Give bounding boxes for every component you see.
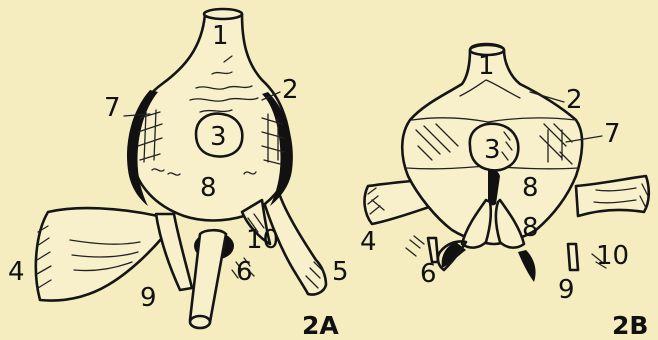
label-2a-1: 1 bbox=[212, 21, 229, 51]
label-2a-4: 4 bbox=[8, 257, 25, 287]
label-2a-6: 6 bbox=[236, 257, 253, 287]
fig-2b-right-stalk bbox=[568, 244, 578, 270]
label-2a-8: 8 bbox=[200, 173, 217, 203]
label-2b-7: 7 bbox=[604, 119, 621, 149]
label-2b-6: 6 bbox=[420, 259, 437, 289]
label-2a-10: 10 bbox=[246, 225, 279, 255]
label-2b-4: 4 bbox=[360, 227, 377, 257]
label-2a-5: 5 bbox=[332, 257, 349, 287]
label-2b-9: 9 bbox=[558, 275, 575, 305]
label-2b-10: 10 bbox=[596, 241, 629, 271]
fig-2a-tube-end bbox=[190, 316, 210, 328]
label-2b-3: 3 bbox=[484, 135, 501, 165]
panel-label-2b: 2B bbox=[612, 311, 648, 340]
figure-2a bbox=[36, 9, 326, 328]
fig-2a-tube-opening bbox=[204, 9, 242, 19]
label-2a-3: 3 bbox=[210, 122, 227, 152]
label-2a-7: 7 bbox=[104, 93, 121, 123]
label-2b-1: 1 bbox=[478, 51, 495, 81]
label-2b-8-lower: 8 bbox=[522, 213, 539, 243]
fig-2b-right-arm bbox=[576, 176, 649, 216]
fig-2b-right-crescent bbox=[518, 250, 536, 282]
panel-label-2a: 2A bbox=[302, 311, 339, 340]
label-2a-9: 9 bbox=[140, 283, 157, 313]
label-2b-2: 2 bbox=[566, 85, 583, 115]
label-2a-2: 2 bbox=[282, 75, 299, 105]
fig-2a-lower-left-tube bbox=[156, 214, 192, 290]
label-2b-8-upper: 8 bbox=[522, 173, 539, 203]
